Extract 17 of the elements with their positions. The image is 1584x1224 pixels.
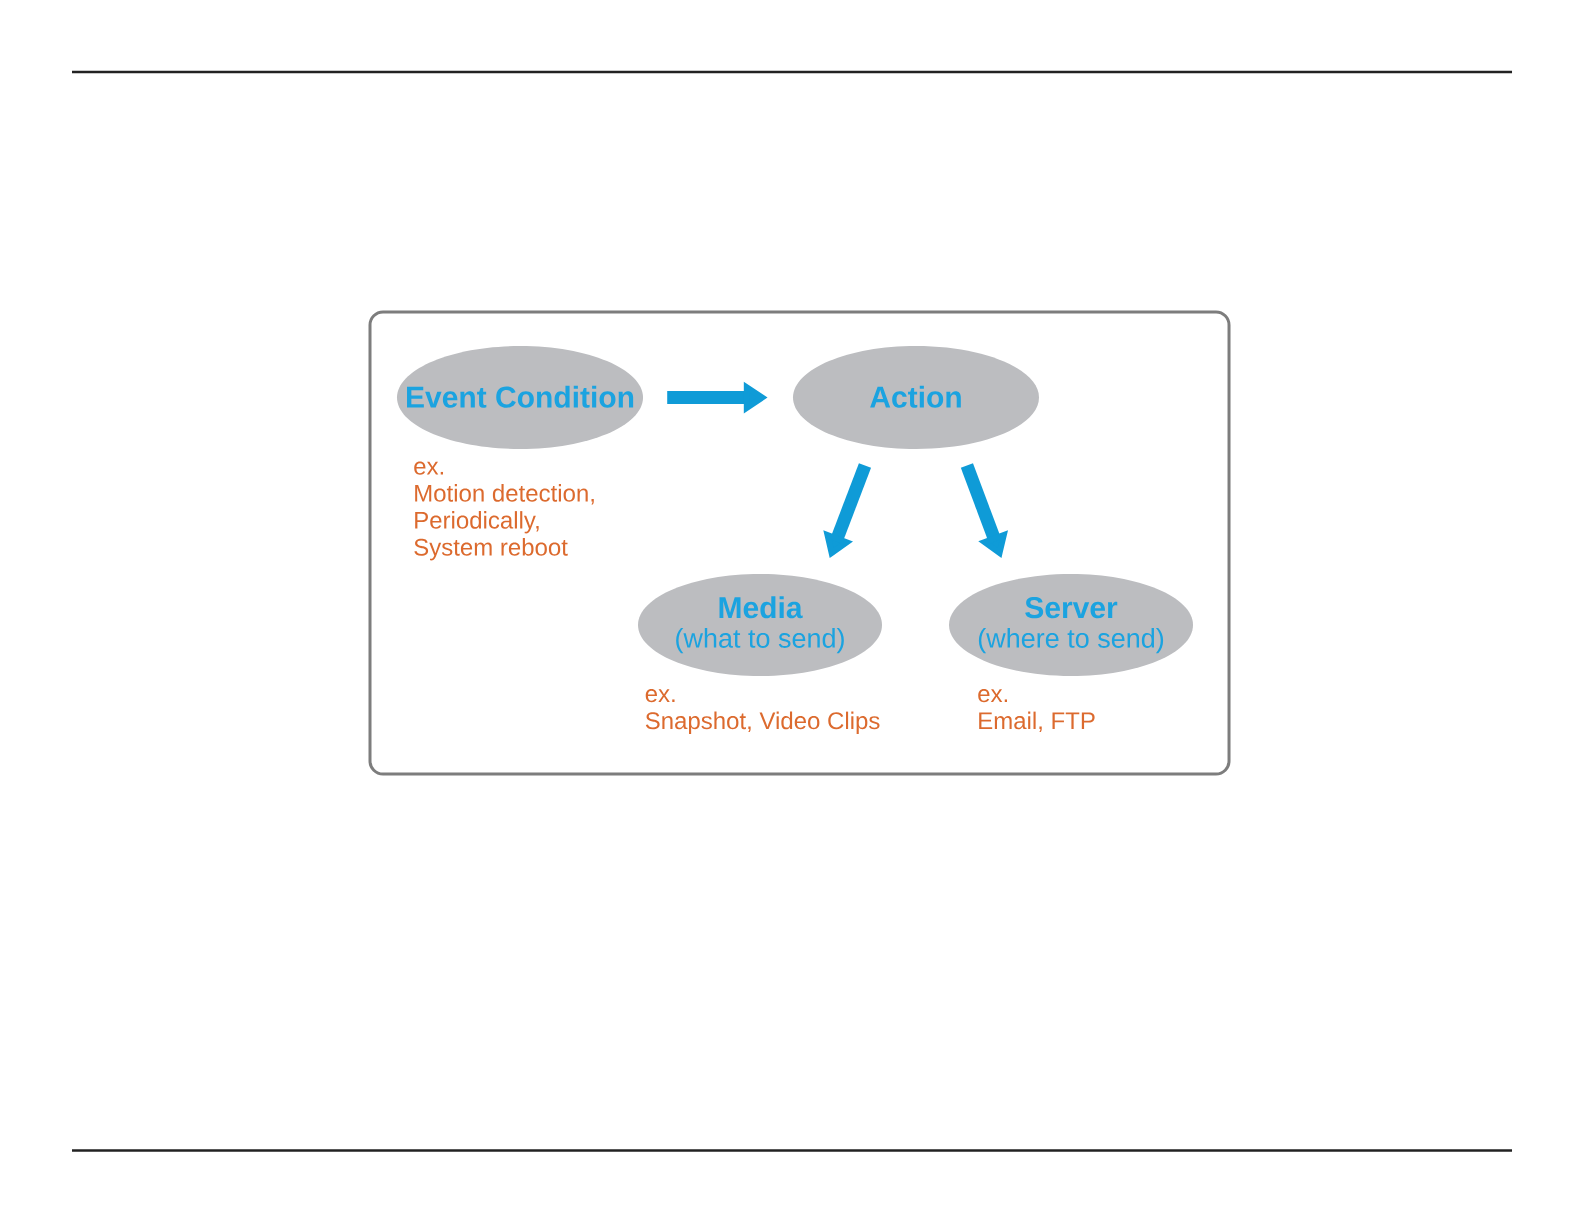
example-text: Motion detection, Periodically, System reboot xyxy=(414,484,594,561)
node-title: Media xyxy=(719,596,803,619)
diagram-frame xyxy=(368,310,1231,776)
example-text: Email, FTP xyxy=(979,711,1095,733)
node-title: Server xyxy=(1025,597,1118,619)
node-title: Event Condition xyxy=(407,385,634,408)
node-title: Action xyxy=(870,385,961,408)
ellipse-node xyxy=(949,574,1193,676)
example-label: ex. xyxy=(645,689,675,703)
ellipse-node xyxy=(638,574,882,676)
example-label: ex. xyxy=(414,461,443,475)
node-subtitle: (where to send) xyxy=(978,628,1164,654)
ellipse-node xyxy=(397,346,643,449)
example-text: Snapshot, Video Clips xyxy=(645,711,880,734)
ellipse-node xyxy=(793,346,1039,449)
example-label: ex. xyxy=(978,689,1008,703)
node-subtitle: (what to send) xyxy=(676,628,844,654)
